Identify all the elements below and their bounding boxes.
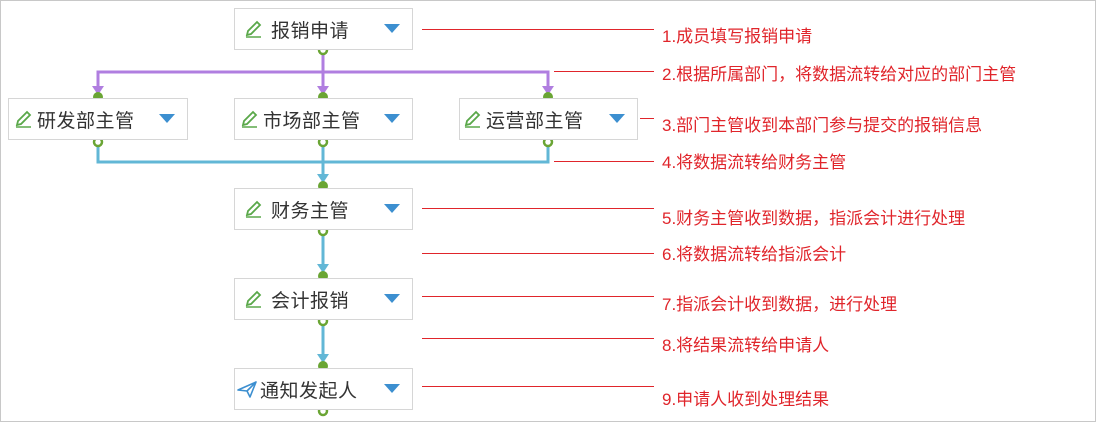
annotation-7: 7.指派会计收到数据，进行处理 (662, 295, 898, 314)
leader-line-5 (422, 208, 654, 209)
node-label: 通知发起人 (260, 380, 358, 402)
leader-line-1 (422, 29, 654, 30)
node-label: 市场部主管 (263, 110, 361, 132)
leader-line-8 (422, 338, 654, 339)
pencil-icon (241, 110, 258, 128)
annotation-3: 3.部门主管收到本部门参与提交的报销信息 (662, 116, 983, 135)
node-rd[interactable]: 研发部主管 (8, 98, 188, 140)
chevron-down-icon[interactable] (384, 384, 400, 393)
annotation-8: 8.将结果流转给申请人 (662, 336, 830, 355)
leader-line-2 (554, 71, 654, 72)
annotation-6: 6.将数据流转给指派会计 (662, 245, 847, 264)
pencil-icon (245, 290, 262, 308)
annotation-4: 4.将数据流转给财务主管 (662, 153, 847, 172)
chevron-down-icon[interactable] (384, 204, 400, 213)
node-label: 运营部主管 (486, 110, 584, 132)
pencil-icon (15, 110, 32, 128)
node-ops[interactable]: 运营部主管 (459, 98, 638, 140)
node-label: 研发部主管 (37, 110, 135, 132)
node-apply[interactable]: 报销申请 (234, 8, 413, 50)
annotation-2: 2.根据所属部门，将数据流转给对应的部门主管 (662, 65, 1017, 84)
leader-line-4 (554, 161, 654, 162)
node-label: 会计报销 (271, 290, 350, 312)
pencil-icon (245, 20, 262, 38)
annotation-9: 9.申请人收到处理结果 (662, 390, 830, 409)
send-icon (237, 381, 257, 398)
node-label: 报销申请 (271, 20, 350, 42)
leader-line-3 (640, 118, 654, 119)
node-account[interactable]: 会计报销 (234, 278, 413, 320)
annotation-1: 1.成员填写报销申请 (662, 27, 813, 46)
pencil-icon (464, 110, 481, 128)
node-label: 财务主管 (271, 200, 350, 222)
chevron-down-icon[interactable] (384, 24, 400, 33)
node-finance[interactable]: 财务主管 (234, 188, 413, 230)
node-notify[interactable]: 通知发起人 (234, 368, 413, 410)
pencil-icon (245, 200, 262, 218)
node-market[interactable]: 市场部主管 (234, 98, 413, 140)
chevron-down-icon[interactable] (384, 114, 400, 123)
chevron-down-icon[interactable] (609, 114, 625, 123)
annotation-5: 5.财务主管收到数据，指派会计进行处理 (662, 209, 966, 228)
leader-line-7 (422, 296, 654, 297)
leader-line-9 (422, 386, 654, 387)
chevron-down-icon[interactable] (159, 114, 175, 123)
leader-line-6 (422, 253, 654, 254)
chevron-down-icon[interactable] (384, 294, 400, 303)
